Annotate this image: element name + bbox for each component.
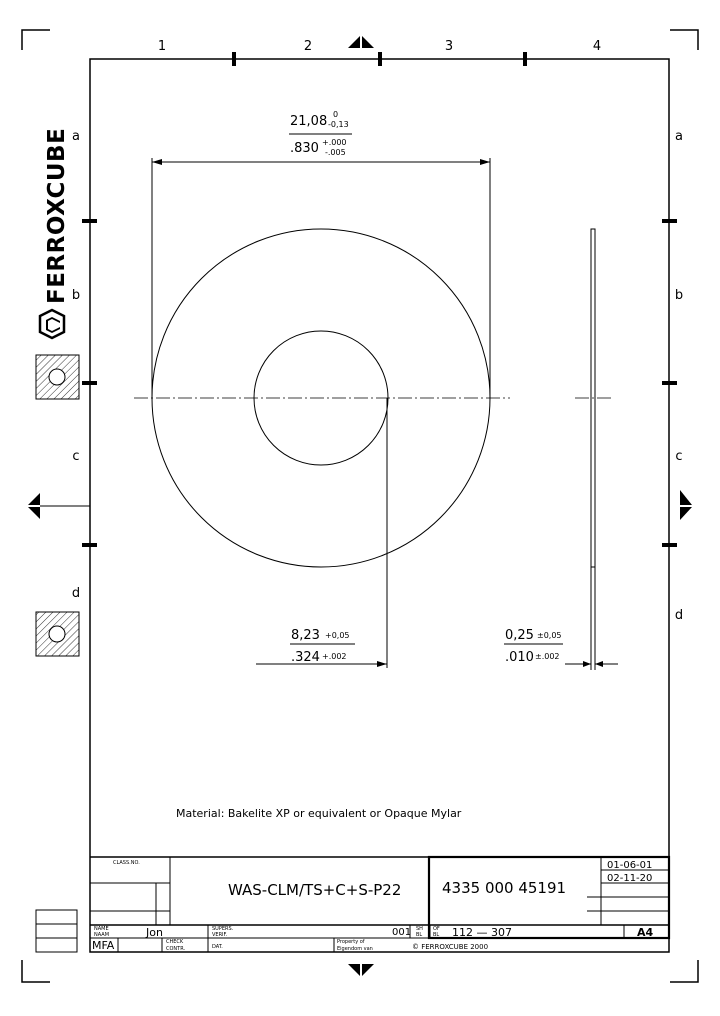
inner-diameter-inch: .324 bbox=[291, 650, 320, 665]
sheet-label: SH bbox=[416, 926, 423, 932]
thickness-inch-tol: ±.002 bbox=[535, 652, 560, 661]
verif-label: VERIF. bbox=[212, 932, 228, 938]
section-symbol-lower bbox=[35, 611, 80, 657]
row-label-left-d: d bbox=[72, 586, 80, 601]
date-1: 01-06-01 bbox=[607, 860, 652, 871]
row-label-left-c: c bbox=[72, 449, 79, 464]
part-number: 4335 000 45191 bbox=[442, 879, 566, 897]
date-2: 02-11-20 bbox=[607, 873, 652, 884]
class-no-label: CLASS.NO. bbox=[113, 860, 140, 866]
name-value: Jon bbox=[145, 926, 163, 939]
contr-label: CONTR. bbox=[166, 946, 186, 952]
section-symbol-upper bbox=[35, 354, 80, 400]
department-value: MFA bbox=[92, 939, 115, 952]
eigendom-label: Eigendom van bbox=[337, 946, 373, 952]
ferroxcube-logo: FERROXCUBE bbox=[38, 128, 70, 340]
corner-marks bbox=[21, 29, 699, 983]
title-block: CLASS.NO. WAS-CLM/TS+C+S-P22 4335 000 45… bbox=[90, 855, 671, 952]
row-label-right-c: c bbox=[675, 449, 682, 464]
right-arrow-top bbox=[680, 490, 692, 505]
column-label-1: 1 bbox=[158, 39, 166, 54]
row-label-right-a: a bbox=[675, 129, 683, 144]
washer-side-view bbox=[565, 228, 618, 670]
left-arrow-bottom bbox=[28, 507, 40, 519]
drawing-name: WAS-CLM/TS+C+S-P22 bbox=[228, 881, 401, 899]
row-label-left-a: a bbox=[72, 129, 80, 144]
copyright-notice: © FERROXCUBE 2000 bbox=[412, 943, 488, 951]
bottom-arrow-right bbox=[362, 964, 374, 976]
inner-diameter-dimension: 8,23 +0,05 .324 +.002 bbox=[256, 398, 388, 668]
supers-label: SUPERS. bbox=[212, 926, 234, 932]
bottom-arrow-left bbox=[348, 964, 360, 976]
column-label-2: 2 bbox=[304, 39, 312, 54]
top-arrow-right bbox=[362, 36, 374, 48]
naam-label: NAAM bbox=[94, 932, 109, 938]
thickness-mm: 0,25 bbox=[505, 628, 534, 643]
right-arrow-bottom bbox=[680, 507, 692, 520]
thickness-dimension: 0,25 ±0,05 .010 ±.002 bbox=[504, 628, 563, 665]
washer-side-profile bbox=[590, 228, 596, 568]
outer-diameter-inch-tol-upper: +.000 bbox=[322, 138, 347, 147]
material-note: Material: Bakelite XP or equivalent or O… bbox=[176, 807, 462, 820]
outer-diameter-mm-tol-upper: 0 bbox=[333, 110, 338, 119]
outer-diameter-inch: .830 bbox=[290, 141, 319, 156]
row-label-right-b: b bbox=[675, 288, 683, 303]
row-label-left-b: b bbox=[72, 288, 80, 303]
column-label-3: 3 bbox=[445, 39, 453, 54]
inner-diameter-inch-tol: +.002 bbox=[322, 652, 347, 661]
centering-arrows bbox=[28, 36, 692, 976]
revision-boxes bbox=[35, 909, 78, 953]
logo-cube-icon bbox=[38, 308, 66, 340]
thickness-mm-tol: ±0,05 bbox=[537, 631, 562, 640]
logo-wordmark: FERROXCUBE bbox=[44, 128, 70, 304]
column-label-4: 4 bbox=[593, 39, 601, 54]
washer-front-view bbox=[134, 228, 510, 568]
paper-format: A4 bbox=[637, 926, 654, 939]
sheet-label-nl: BL bbox=[416, 932, 422, 938]
property-label: Property of bbox=[337, 939, 365, 945]
zone-labels: 1 2 3 4 a b c d a b c d bbox=[72, 39, 683, 623]
top-arrow-left bbox=[348, 36, 360, 48]
sheet-range: 112 — 307 bbox=[452, 926, 512, 939]
left-arrow-top bbox=[28, 493, 40, 505]
inner-diameter-mm-tol: +0,05 bbox=[325, 631, 350, 640]
name-label: NAME bbox=[94, 926, 109, 932]
dat-label: DAT. bbox=[212, 944, 223, 950]
outer-diameter-inch-tol-lower: -.005 bbox=[325, 148, 346, 157]
inner-diameter-mm: 8,23 bbox=[291, 628, 320, 643]
thickness-inch: .010 bbox=[505, 650, 534, 665]
outer-diameter-mm: 21,08 bbox=[290, 114, 327, 129]
of-label-nl: BL bbox=[433, 932, 439, 938]
outer-diameter-mm-tol-lower: -0,13 bbox=[328, 120, 349, 129]
outer-diameter-dimension: 21,08 0 -0,13 .830 +.000 -.005 bbox=[151, 110, 491, 398]
check-label: CHECK bbox=[166, 939, 184, 945]
sheet-code: 001 bbox=[392, 927, 411, 938]
zone-ticks bbox=[82, 52, 677, 547]
row-label-right-d: d bbox=[675, 608, 683, 623]
of-label: OF bbox=[433, 926, 440, 932]
